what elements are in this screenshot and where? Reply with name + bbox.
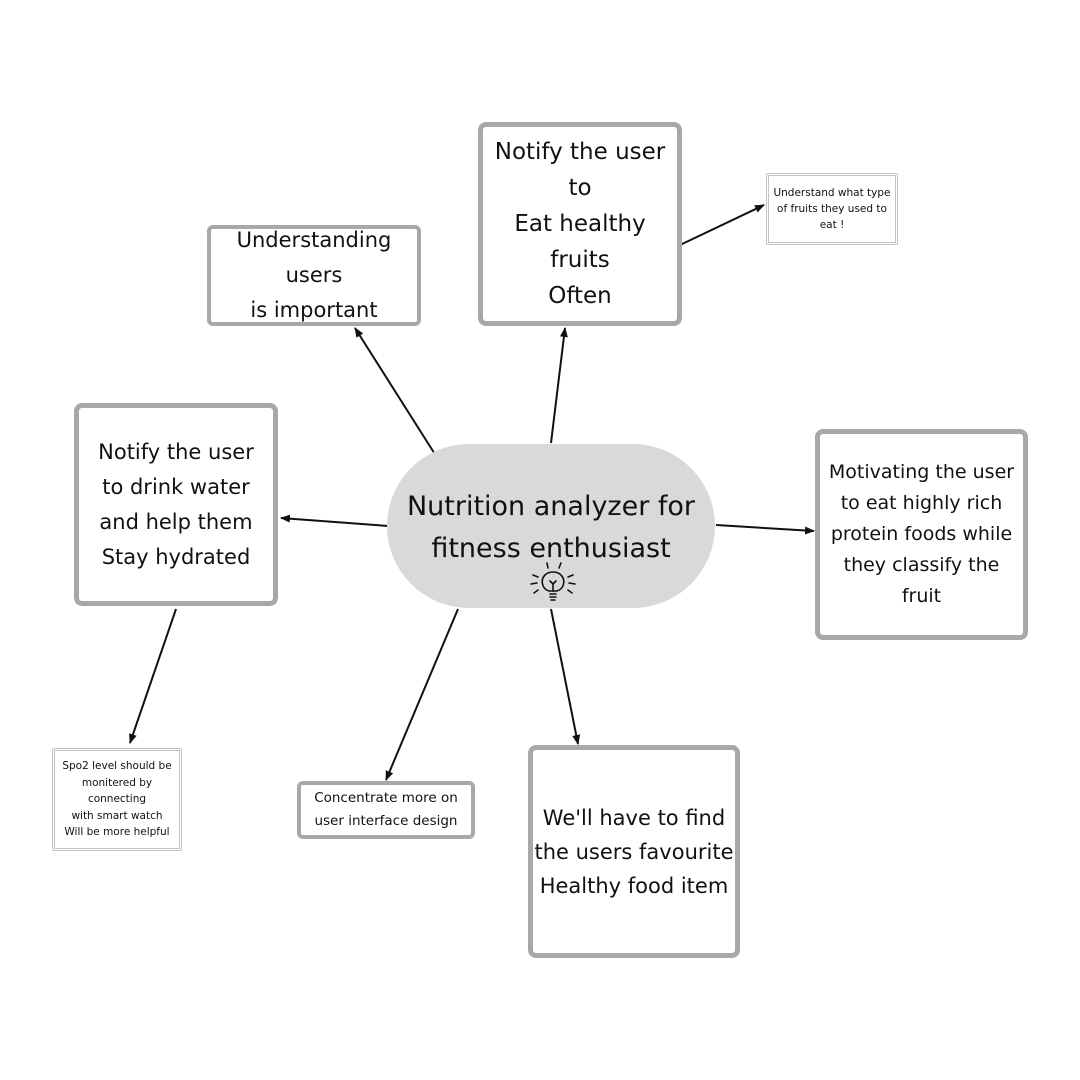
node-ui-design: Concentrate more on user interface desig… [297, 781, 475, 839]
node-drink-water-text: Notify the user to drink water and help … [98, 439, 254, 569]
node-ui-design-text: Concentrate more on user interface desig… [314, 790, 458, 829]
arrow-to-fruit-type-note [679, 204, 765, 246]
arrow-to-favourite-food [550, 608, 581, 745]
central-topic-title: Nutrition analyzer for fitness enthusias… [406, 491, 696, 564]
node-notify-fruits: Notify the user to Eat healthy fruits Of… [478, 122, 682, 326]
note-spo2: Spo2 level should be monitered by connec… [52, 748, 182, 851]
node-drink-water: Notify the user to drink water and help … [74, 403, 278, 606]
node-favourite-food-text: We'll have to find the users favourite H… [534, 805, 734, 898]
node-favourite-food: We'll have to find the users favourite H… [528, 745, 740, 958]
arrow-to-protein-foods [715, 524, 815, 535]
node-understanding-users: Understanding users is important [207, 225, 421, 326]
node-understanding-users-text: Understanding users is important [236, 228, 392, 322]
arrow-to-understanding-users [354, 327, 439, 460]
arrow-to-ui-design [385, 608, 459, 781]
central-topic-node [387, 444, 715, 608]
note-fruit-type-text: Understand what type of fruits they used… [773, 187, 891, 231]
note-fruit-type: Understand what type of fruits they used… [766, 173, 898, 245]
node-notify-fruits-text: Notify the user to Eat healthy fruits Of… [494, 139, 666, 309]
arrow-to-drink-water [280, 514, 389, 527]
node-protein-foods-text: Motivating the user to eat highly rich p… [828, 461, 1015, 607]
arrow-to-spo2-note [129, 608, 177, 744]
note-spo2-text: Spo2 level should be monitered by connec… [62, 760, 172, 839]
arrow-to-notify-fruits [550, 327, 568, 444]
node-protein-foods: Motivating the user to eat highly rich p… [815, 429, 1028, 640]
lightbulb-icon [530, 562, 576, 601]
